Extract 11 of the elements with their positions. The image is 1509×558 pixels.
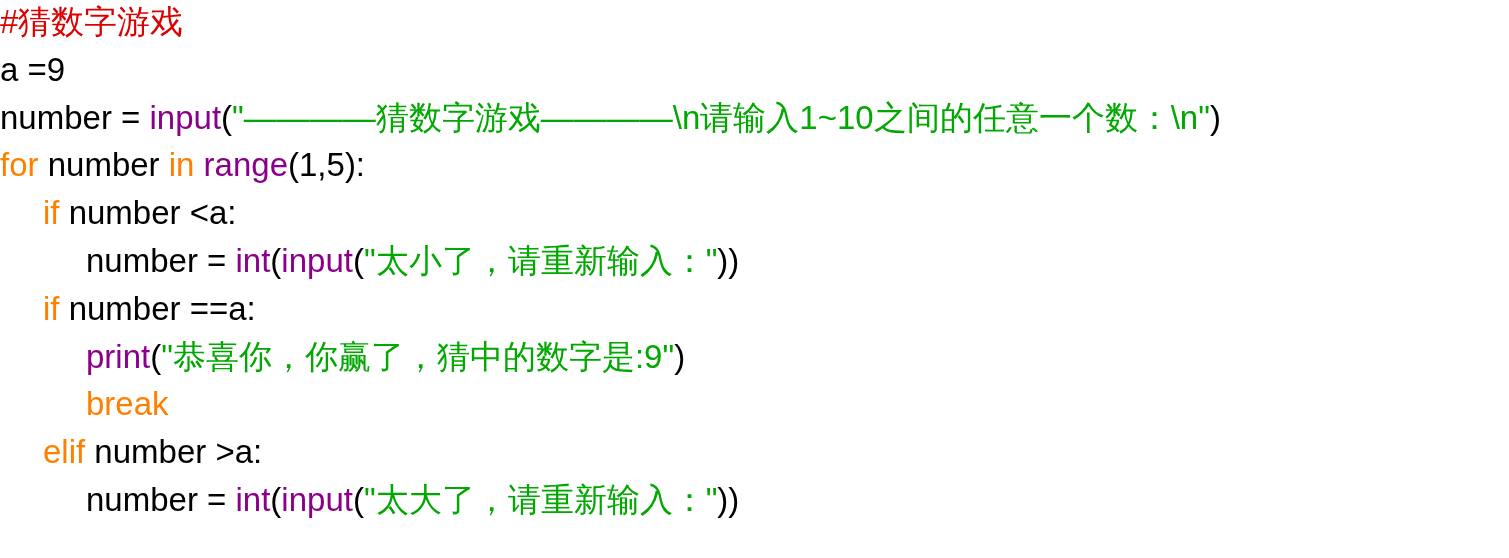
code-line: if number ==a: [43, 288, 256, 329]
code-line: if number <a: [43, 193, 237, 234]
code-line: number = input("————猜数字游戏————\n请输入1~10之间的任意一个数：\n") [0, 97, 1221, 138]
code-line: print("恭喜你，你赢了，猜中的数字是:9") [86, 336, 686, 377]
code-line: for number in range(1,5): [0, 145, 366, 186]
code-line: number = int(input("太大了，请重新输入：")) [86, 480, 740, 520]
code-line: break [86, 384, 169, 425]
code-line: number = int(input("太小了，请重新输入：")) [86, 241, 740, 281]
code-line: #猜数字游戏 [0, 2, 184, 42]
code-line: a =9 [0, 49, 66, 90]
code-line: elif number >a: [43, 432, 263, 473]
